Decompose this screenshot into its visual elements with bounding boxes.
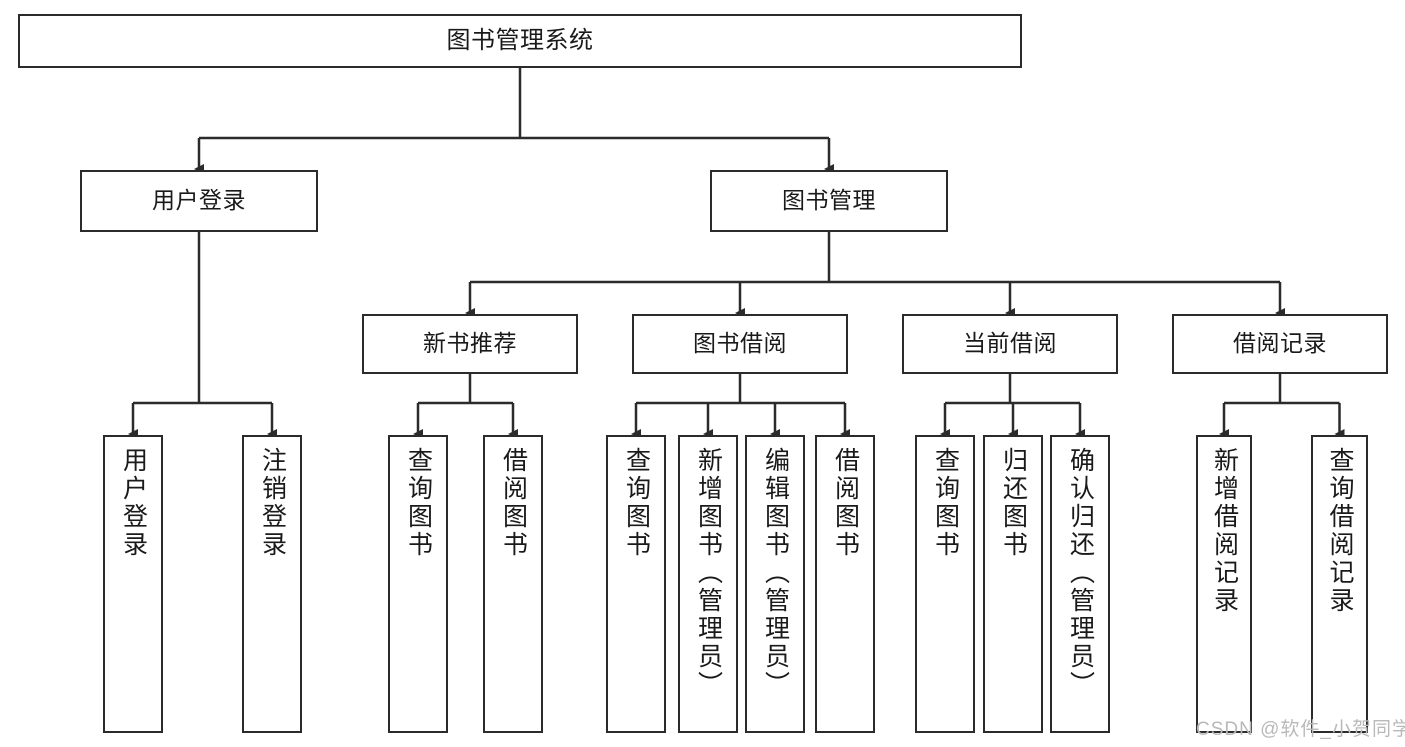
node-label: 图书管理系统 [446, 26, 594, 54]
node-label: 新书推荐 [423, 330, 517, 357]
node-leaf-bw-edit[interactable]: 编辑图书（管理员） [745, 435, 805, 733]
node-bookmgmt[interactable]: 图书管理 [710, 170, 948, 232]
node-root[interactable]: 图书管理系统 [18, 14, 1022, 68]
node-label: 图书管理 [782, 187, 876, 214]
node-leaf-cur-query[interactable]: 查询图书 [915, 435, 975, 733]
node-label: 查询图书 [404, 447, 433, 559]
node-leaf-user-login[interactable]: 用户登录 [103, 435, 163, 733]
node-leaf-nb-borrow[interactable]: 借阅图书 [483, 435, 543, 733]
node-leaf-rec-add[interactable]: 新增借阅记录 [1196, 435, 1252, 733]
node-label: 查询图书 [931, 447, 960, 559]
node-borrow[interactable]: 图书借阅 [632, 314, 848, 374]
node-label: 图书借阅 [693, 330, 787, 357]
node-label: 注销登录 [258, 447, 287, 559]
node-current[interactable]: 当前借阅 [902, 314, 1118, 374]
node-newbook[interactable]: 新书推荐 [362, 314, 578, 374]
node-label: 新增图书（管理员） [694, 447, 723, 699]
node-label: 查询借阅记录 [1326, 447, 1354, 615]
node-leaf-bw-add[interactable]: 新增图书（管理员） [678, 435, 738, 733]
node-label: 编辑图书（管理员） [761, 447, 790, 699]
csdn-watermark: CSDN @软件_小贺同学 [1196, 719, 1405, 740]
node-label: 当前借阅 [963, 330, 1057, 357]
node-label: 借阅记录 [1233, 330, 1327, 357]
node-leaf-user-logout[interactable]: 注销登录 [242, 435, 302, 733]
node-login[interactable]: 用户登录 [80, 170, 318, 232]
node-leaf-nb-query[interactable]: 查询图书 [388, 435, 448, 733]
node-leaf-cur-confirm[interactable]: 确认归还（管理员） [1050, 435, 1110, 733]
node-leaf-bw-borrow[interactable]: 借阅图书 [815, 435, 875, 733]
node-leaf-rec-query[interactable]: 查询借阅记录 [1311, 435, 1368, 733]
node-label: 用户登录 [119, 447, 148, 559]
node-label: 用户登录 [152, 187, 246, 214]
node-label: 确认归还（管理员） [1066, 447, 1095, 699]
node-label: 归还图书 [999, 447, 1028, 559]
node-label: 借阅图书 [499, 447, 528, 559]
node-label: 借阅图书 [831, 447, 860, 559]
node-label: 新增借阅记录 [1210, 447, 1239, 615]
node-records[interactable]: 借阅记录 [1172, 314, 1388, 374]
node-leaf-cur-return[interactable]: 归还图书 [983, 435, 1043, 733]
node-leaf-bw-query[interactable]: 查询图书 [606, 435, 666, 733]
node-label: 查询图书 [622, 447, 651, 559]
